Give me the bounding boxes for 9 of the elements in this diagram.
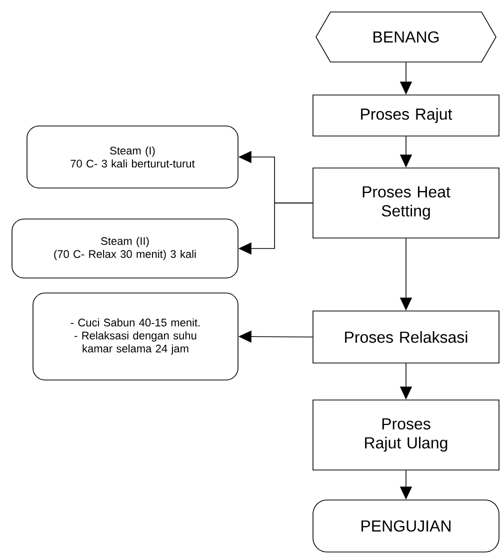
process-box: Proses Relaksasi: [312, 310, 500, 364]
process-box: Proses Rajut Ulang: [312, 400, 500, 470]
terminal-box: PENGUJIAN: [312, 500, 500, 552]
note-box: - Cuci Sabun 40-15 menit. - Relaksasi dengan suhu kamar selama 24 jam: [32, 292, 238, 380]
process-box: Proses Heat Setting: [312, 168, 500, 238]
note-box: Steam (I) 70 C- 3 kali berturut-turut: [26, 126, 238, 188]
process-box: Proses Rajut: [312, 94, 500, 136]
hexagon-box: BENANG: [316, 12, 496, 62]
note-box: Steam (II) (70 C- Relax 30 menit) 3 kali: [12, 218, 238, 278]
